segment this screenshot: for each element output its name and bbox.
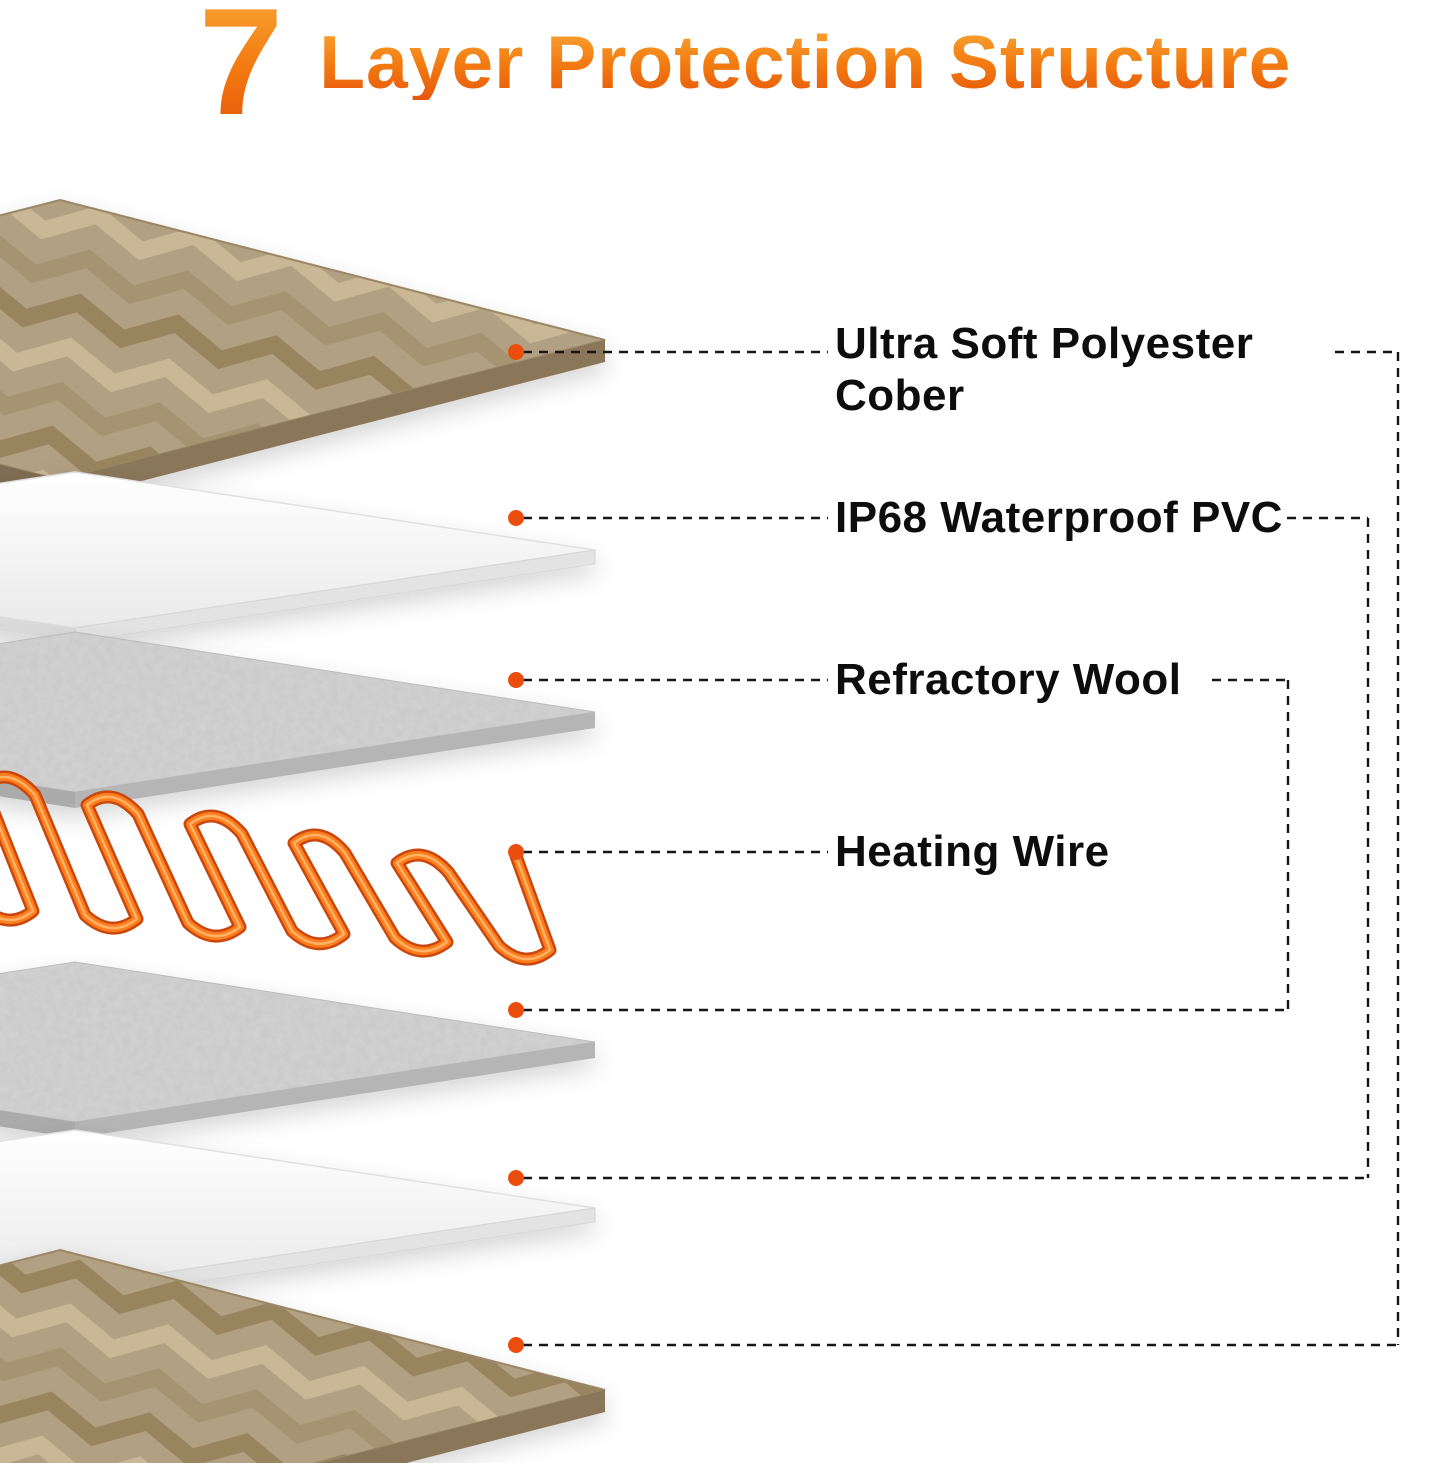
layer-7-polyester-cover [0, 1248, 606, 1463]
layer-3-texture [0, 632, 595, 792]
layer-5-side-right [75, 1042, 595, 1138]
callout-dot-layer-4 [508, 844, 524, 860]
callout-dot-layer-7 [508, 1337, 524, 1353]
layer-7-top-face [0, 1248, 606, 1463]
title-number: 7 [199, 0, 284, 138]
callout-dot-layer-6 [508, 1170, 524, 1186]
callout-label-refractory-wool: Refractory Wool [835, 655, 1182, 704]
title-text: Layer Protection Structure [319, 19, 1292, 104]
callout-label-heating-wire: Heating Wire [835, 827, 1110, 876]
page-title: 7 Layer Protection Structure [0, 0, 1445, 138]
layer-5-refractory-wool [0, 961, 596, 1138]
layer-7-side-right [320, 1390, 605, 1463]
heating-wire-highlight [0, 775, 552, 961]
layer-5-side-left [0, 1110, 75, 1138]
leader-lines [523, 350, 1400, 1347]
callout-dot-layer-1 [508, 344, 524, 360]
callout-dot-layer-3 [508, 672, 524, 688]
layer-3-side-right [75, 712, 595, 808]
callout-dot-layer-5 [508, 1002, 524, 1018]
layer-1-side-right [60, 340, 605, 502]
callout-label-waterproof-pvc: IP68 Waterproof PVC [835, 493, 1283, 542]
callout-dots [508, 344, 524, 1353]
callout-dot-layer-2 [508, 510, 524, 526]
layer-2-waterproof-pvc [0, 471, 596, 643]
layer-3-refractory-wool [0, 631, 596, 808]
layer-5-texture [0, 962, 595, 1122]
callout-label-polyester-cover: Ultra Soft Polyester Cober [835, 319, 1254, 420]
layer-4-heating-wire [0, 770, 557, 966]
